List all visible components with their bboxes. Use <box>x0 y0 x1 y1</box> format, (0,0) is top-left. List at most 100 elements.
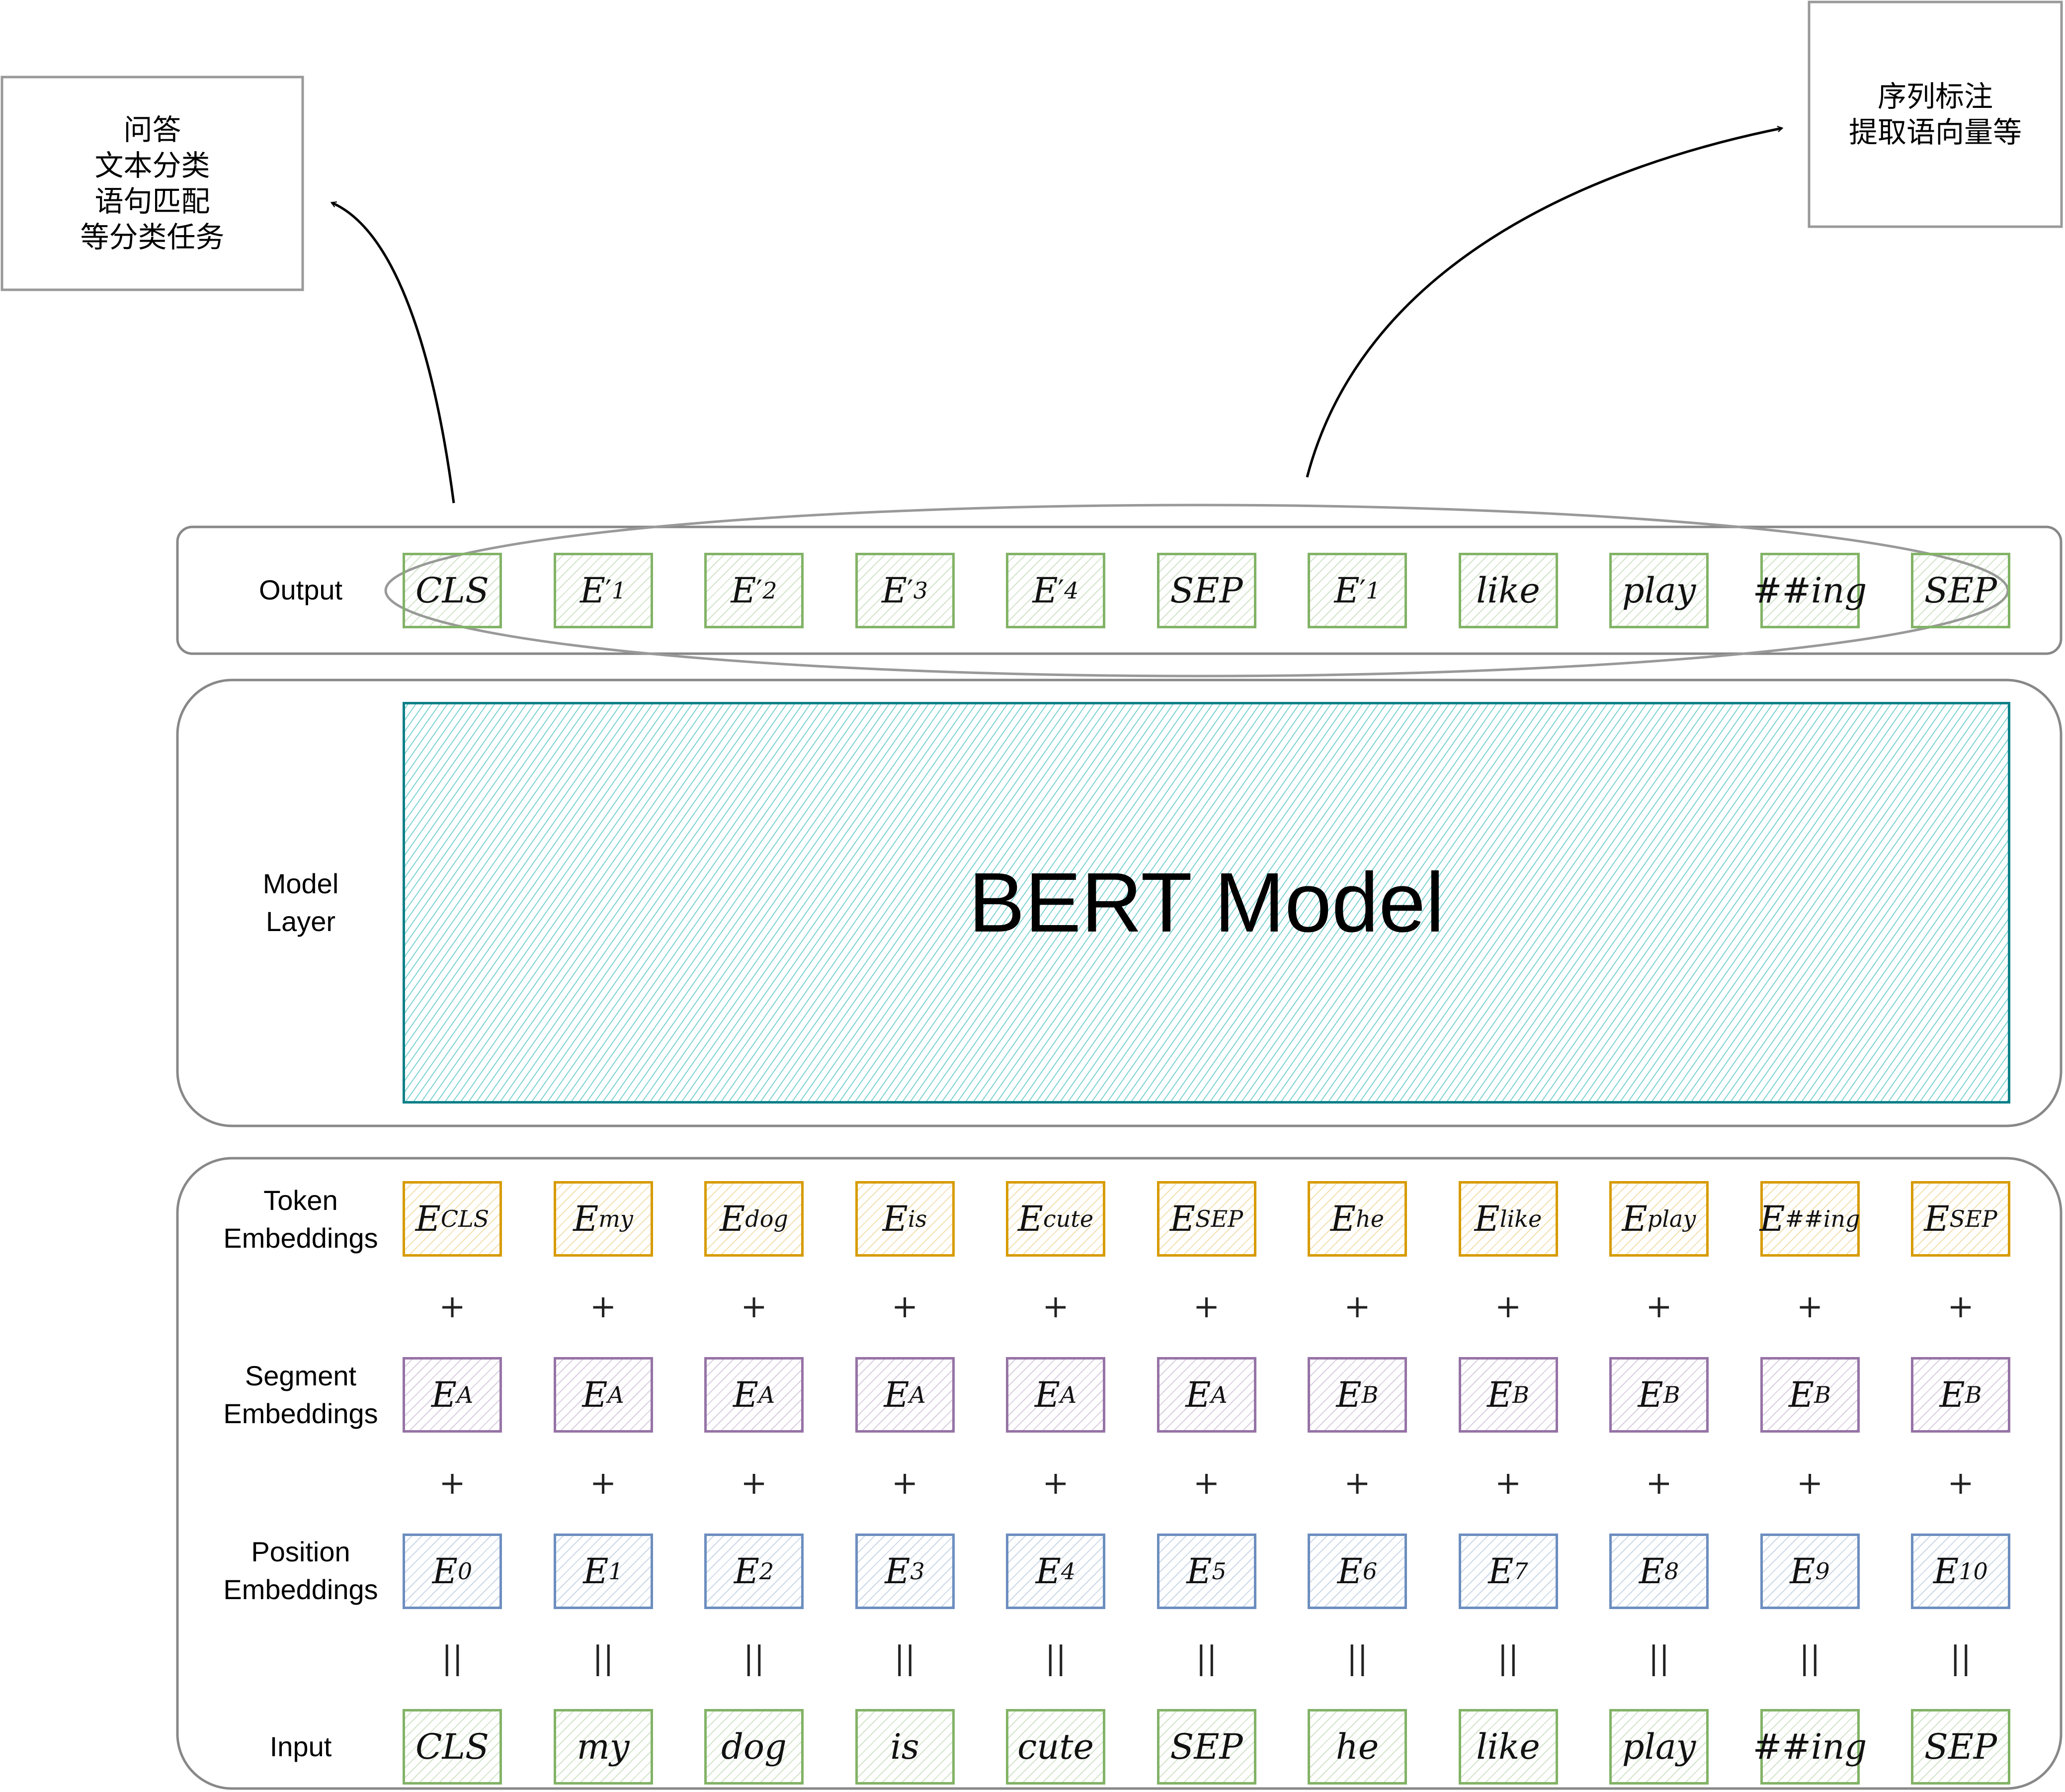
plus-sign-segment-position-2: + <box>741 1465 767 1502</box>
position-embedding-base-5: E <box>1186 1551 1212 1592</box>
plus-sign-token-segment-2: + <box>741 1288 767 1325</box>
output-token-prime-2: ′ <box>756 574 763 607</box>
token-embedding-sub-6: he <box>1356 1205 1384 1232</box>
plus-sign-segment-position-0: + <box>439 1465 466 1502</box>
output-token-prime-6: ′ <box>1359 574 1366 607</box>
segment-embedding-base-7: E <box>1487 1374 1513 1415</box>
token-embedding-sub-10: SEP <box>1949 1205 1997 1232</box>
token-embedding-sub-8: play <box>1647 1205 1696 1232</box>
input-token-10: SEP <box>1911 1709 2010 1785</box>
segment-embedding-sub-7: B <box>1512 1381 1529 1408</box>
left-note-frame <box>0 76 304 291</box>
embedding-panel <box>176 1157 2063 1790</box>
plus-sign-token-segment-0: + <box>439 1288 466 1325</box>
position-embedding-base-6: E <box>1337 1551 1363 1592</box>
input-token-1: my <box>553 1709 653 1785</box>
input-token-base-7: like <box>1476 1726 1540 1767</box>
plus-sign-token-segment-7: + <box>1494 1288 1522 1325</box>
equals-sign-2: || <box>743 1640 765 1677</box>
input-token-base-0: CLS <box>415 1726 489 1767</box>
input-token-base-1: my <box>577 1726 630 1767</box>
segment-embedding-sub-10: B <box>1965 1381 1982 1408</box>
input-token-base-3: is <box>890 1726 919 1767</box>
output-token-prime-4: ′ <box>1058 574 1065 607</box>
output-token-sub-1: 1 <box>611 577 627 604</box>
plus-sign-segment-position-4: + <box>1042 1465 1069 1502</box>
output-token-base-3: E <box>881 570 908 611</box>
token-embedding-base-3: E <box>882 1198 908 1239</box>
plus-sign-segment-position-5: + <box>1193 1465 1220 1502</box>
token-embedding-base-10: E <box>1924 1198 1950 1239</box>
token-embedding-sub-7: like <box>1499 1205 1542 1232</box>
input-token-8: play <box>1609 1709 1709 1785</box>
segment-embedding-sub-0: A <box>456 1381 474 1408</box>
input-token-3: is <box>855 1709 955 1785</box>
equals-sign-4: || <box>1045 1640 1067 1677</box>
token-embedding-base-4: E <box>1017 1198 1043 1239</box>
plus-sign-token-segment-6: + <box>1344 1288 1371 1325</box>
plus-sign-segment-position-1: + <box>589 1465 617 1502</box>
token-embedding-sub-1: my <box>598 1205 633 1232</box>
plus-sign-token-segment-3: + <box>891 1288 918 1325</box>
input-token-6: he <box>1308 1709 1407 1785</box>
token-embeddings-label: Token Embeddings <box>223 1185 378 1254</box>
position-embedding-sub-9: 9 <box>1815 1558 1830 1585</box>
right-note-frame <box>1808 0 2063 228</box>
plus-sign-segment-position-8: + <box>1646 1465 1672 1502</box>
segment-embedding-base-0: E <box>431 1374 457 1415</box>
segment-embedding-sub-9: B <box>1814 1381 1831 1408</box>
token-embedding-base-9: E <box>1759 1198 1785 1239</box>
equals-sign-1: || <box>592 1640 614 1677</box>
input-token-base-2: dog <box>721 1726 787 1767</box>
output-token-base-6: E <box>1334 570 1360 611</box>
segment-embeddings-label: Segment Embeddings <box>223 1360 378 1429</box>
arrow-to-classification <box>330 201 455 504</box>
output-token-prime-3: ′ <box>907 574 913 607</box>
plus-sign-token-segment-4: + <box>1042 1288 1069 1325</box>
right-task-note: 序列标注 提取语向量等 <box>1848 80 2022 149</box>
position-embedding-base-2: E <box>734 1551 759 1592</box>
output-token-4: E′4 <box>1006 553 1105 628</box>
output-token-7: like <box>1458 553 1558 628</box>
output-token-sub-6: 1 <box>1366 577 1381 604</box>
segment-embedding-sub-2: A <box>758 1381 775 1408</box>
plus-sign-segment-position-3: + <box>891 1465 918 1502</box>
plus-sign-segment-position-10: + <box>1947 1465 1974 1502</box>
segment-embedding-sub-1: A <box>607 1381 624 1408</box>
input-token-base-10: SEP <box>1924 1726 1997 1767</box>
output-token-10: SEP <box>1911 553 2010 628</box>
output-token-8: play <box>1609 553 1709 628</box>
position-embedding-base-7: E <box>1488 1551 1514 1592</box>
input-token-base-6: he <box>1335 1726 1379 1767</box>
equals-sign-5: || <box>1195 1640 1218 1677</box>
equals-sign-9: || <box>1799 1640 1821 1677</box>
segment-embedding-sub-6: B <box>1361 1381 1379 1408</box>
output-token-3: E′3 <box>855 553 955 628</box>
plus-sign-token-segment-1: + <box>589 1288 617 1325</box>
output-token-base-10: SEP <box>1924 570 1997 611</box>
bert-model-block: BERT Model <box>403 702 2010 1104</box>
equals-sign-0: || <box>441 1640 463 1677</box>
position-embedding-sub-0: 0 <box>457 1558 473 1585</box>
token-embedding-base-1: E <box>573 1198 599 1239</box>
position-embedding-base-0: E <box>432 1551 458 1592</box>
token-embedding-sub-9: ##ing <box>1785 1205 1860 1232</box>
